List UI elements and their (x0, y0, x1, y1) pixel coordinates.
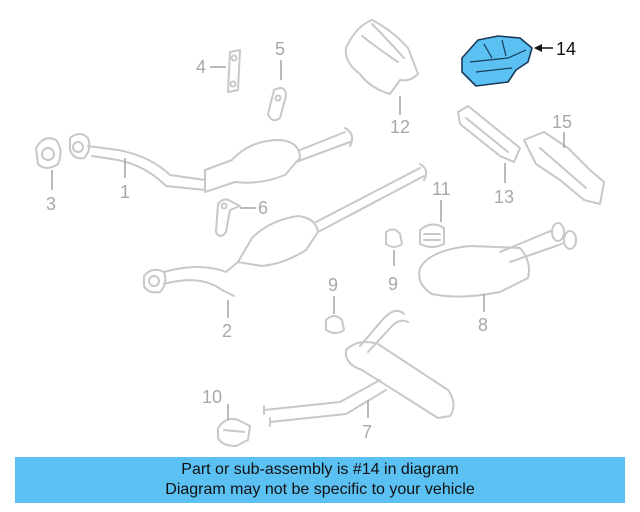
callout-14: 14 (556, 39, 576, 59)
info-banner: Part or sub-assembly is #14 in diagram D… (15, 457, 625, 503)
part-14-highlighted-bracket[interactable] (461, 35, 533, 87)
part-6-hanger[interactable] (215, 198, 241, 237)
upper-catalytic-converter[interactable] (204, 127, 354, 193)
part-11-clamp[interactable] (419, 223, 445, 248)
part-12-heat-shield[interactable] (344, 19, 419, 95)
callout-8: 8 (478, 315, 488, 335)
callout-9-lower: 9 (328, 275, 338, 295)
part-5-hanger[interactable] (267, 87, 287, 122)
callout-9-upper: 9 (388, 274, 398, 294)
callout-13: 13 (494, 187, 514, 207)
part-3-gasket[interactable] (35, 137, 62, 169)
callout-3: 3 (46, 194, 56, 214)
callout-11: 11 (432, 179, 451, 199)
callout-12: 12 (390, 117, 410, 137)
callout-2: 2 (222, 321, 232, 341)
banner-line-2: Diagram may not be specific to your vehi… (165, 481, 475, 498)
part-9-clamp-lower[interactable] (325, 315, 345, 334)
callout-4: 4 (196, 57, 206, 77)
part-7-center-muffler[interactable] (263, 309, 455, 427)
part-9-clamp-upper[interactable] (385, 228, 403, 248)
callout-1: 1 (120, 182, 130, 202)
part-10-clamp[interactable] (217, 418, 251, 447)
callout-7: 7 (362, 422, 372, 442)
callout-6: 6 (258, 198, 268, 218)
callout-5: 5 (275, 39, 285, 59)
lower-catalytic-converter[interactable] (237, 163, 428, 267)
part-8-rear-muffler[interactable] (418, 222, 577, 298)
part-15-bracket[interactable] (523, 131, 605, 205)
part-4-hanger[interactable] (227, 49, 241, 93)
part-1-front-pipe[interactable] (69, 133, 206, 191)
banner-line-1: Part or sub-assembly is #14 in diagram (181, 461, 459, 478)
callout-15: 15 (552, 112, 572, 132)
part-13-bracket[interactable] (457, 105, 521, 163)
part-2-front-pipe[interactable] (143, 261, 239, 297)
callout-10: 10 (202, 387, 222, 407)
